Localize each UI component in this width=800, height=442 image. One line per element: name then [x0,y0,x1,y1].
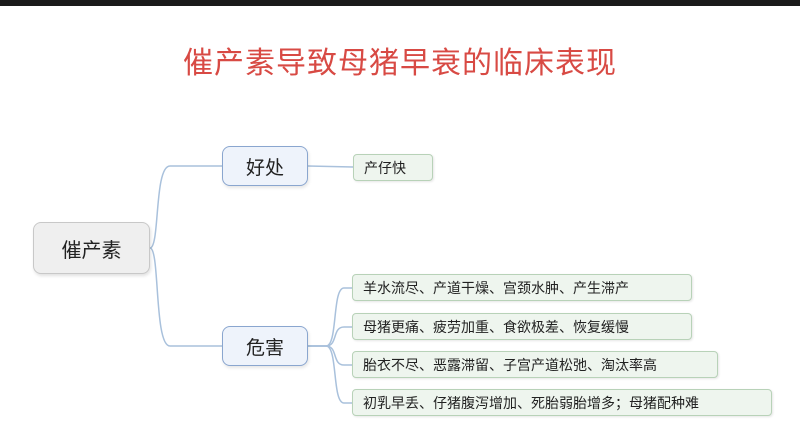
diagram-title: 催产素导致母猪早衰的临床表现 [183,46,617,81]
root-node: 催产素 [33,222,150,274]
leaf-node-harm-1: 羊水流尽、产道干燥、宫颈水肿、产生滞产 [352,274,692,301]
leaf-node-harm-2: 母猪更痛、疲劳加重、食欲极差、恢复缓慢 [352,313,692,340]
leaf-node-benefit-1: 产仔快 [353,154,433,181]
connector-root-harm [149,247,222,347]
connector-harm-leaf-4 [308,345,352,404]
leaf-node-harm-3: 胎衣不尽、恶露滞留、子宫产道松弛、淘汰率高 [352,351,718,378]
connector-root-benefit [149,165,222,249]
branch-node-harm: 危害 [222,326,308,366]
top-bar [0,0,800,6]
connector-benefit-leaf [307,165,354,168]
leaf-node-harm-4: 初乳早丢、仔猪腹泻增加、死胎弱胎增多；母猪配种难 [352,389,772,416]
branch-node-benefit: 好处 [222,146,308,186]
connector-harm-leaf-1 [308,287,352,347]
